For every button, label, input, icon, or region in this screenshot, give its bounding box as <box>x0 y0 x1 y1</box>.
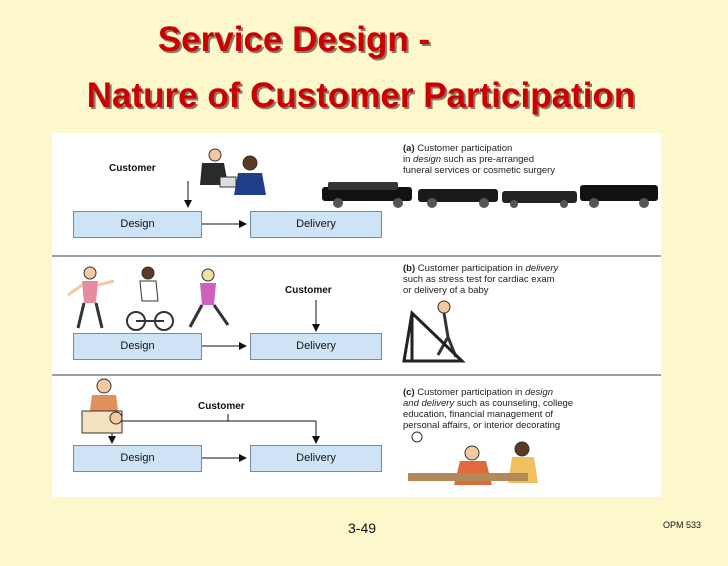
caption-a-line-2-pre: in <box>403 154 414 165</box>
slide-number: 3-49 <box>348 520 377 536</box>
delivery-box-c: Delivery <box>250 445 382 472</box>
participation-figure: Customer Design Delivery (a) Customer pa… <box>52 133 661 497</box>
caption-a-line-2-em: design <box>413 154 442 165</box>
treadmill-illustration <box>402 300 466 363</box>
caption-c: (c) Customer participation in design and… <box>403 387 657 431</box>
caption-b-line-2: such as stress test for cardiac exam <box>403 274 555 285</box>
caption-b-line-1-pre: Customer participation in <box>417 263 526 274</box>
caption-tag-a: (a) <box>403 143 415 154</box>
caption-a-line-1: Customer participation <box>417 143 513 154</box>
design-box-b: Design <box>73 333 202 360</box>
course-code: OPM 533 <box>663 520 702 530</box>
caption-c-line-3: education, financial management of <box>403 409 553 420</box>
caption-a-line-2-post: such as pre-arranged <box>441 154 534 165</box>
panel-separator-2 <box>52 374 661 376</box>
caption-a-line-3: funeral services or cosmetic surgery <box>403 165 556 176</box>
panel-separator-1 <box>52 255 661 257</box>
caption-tag-c: (c) <box>403 387 415 398</box>
design-box-c: Design <box>73 445 202 472</box>
caption-b-line-3: or delivery of a baby <box>403 285 489 296</box>
counseling-illustration-c <box>81 378 538 485</box>
delivery-box-a: Delivery <box>250 211 382 238</box>
consultation-illustration-a <box>200 148 266 195</box>
caption-c-line-2-post: such as counseling, college <box>454 398 574 409</box>
caption-c-line-1-pre: Customer participation in <box>417 387 525 398</box>
limousine-cars-illustration <box>322 182 658 208</box>
exercise-illustration-b <box>67 266 230 331</box>
caption-b: (b) Customer participation in delivery s… <box>403 263 653 296</box>
customer-label-a: Customer <box>109 163 156 174</box>
caption-a: (a) Customer participation in design suc… <box>403 143 653 176</box>
caption-b-line-1-em: delivery <box>525 263 559 274</box>
delivery-box-b: Delivery <box>250 333 382 360</box>
caption-c-line-2-em: and delivery <box>403 398 455 409</box>
title-line-1: Service Design - <box>157 20 431 59</box>
title-line-2: Nature of Customer Participation <box>86 76 636 115</box>
caption-tag-b: (b) <box>403 263 416 274</box>
design-box-a: Design <box>73 211 202 238</box>
customer-label-b: Customer <box>285 285 332 296</box>
customer-label-c: Customer <box>198 401 245 412</box>
diagram-connectors <box>67 148 658 485</box>
caption-c-line-4: personal affairs, or interior decorating <box>403 420 561 431</box>
caption-c-line-1-em: design <box>524 387 553 398</box>
